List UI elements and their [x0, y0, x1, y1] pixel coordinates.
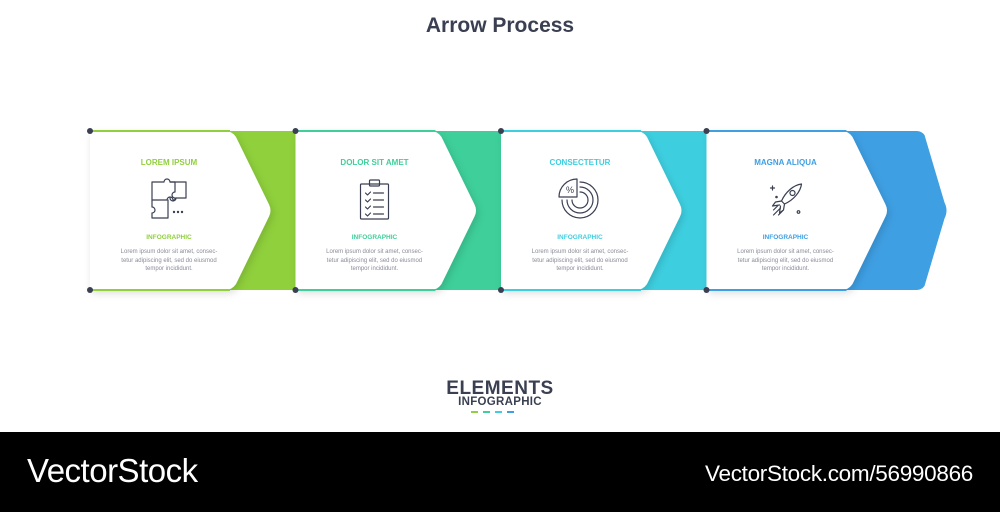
logo-dash — [507, 411, 514, 413]
page-title: Arrow Process — [425, 14, 575, 37]
step-top-dot — [498, 128, 504, 134]
step-card — [706, 131, 887, 290]
rocket-icon — [769, 183, 803, 216]
footer-brand: VectorStock — [27, 452, 198, 489]
step-subtitle: INFOGRAPHIC — [146, 234, 192, 241]
logo-subtitle: INFOGRAPHIC — [458, 396, 542, 408]
puzzle-icon — [151, 178, 187, 219]
step-body-line: Lorem ipsum dolor sit amet, consec- — [326, 249, 423, 255]
logo-title: ELEMENTS — [446, 378, 554, 399]
step-subtitle: INFOGRAPHIC — [762, 234, 809, 241]
percent-chart-icon: % — [558, 178, 599, 219]
step-body-line: tempor incididunt. — [350, 266, 399, 272]
step-body-line: tempor incididunt. — [556, 266, 604, 272]
logo-dash — [483, 411, 490, 413]
step-bottom-dot — [703, 287, 710, 293]
step-body-line: Lorem ipsum dolor sit amet, consec- — [120, 249, 218, 255]
step-subtitle: INFOGRAPHIC — [351, 234, 398, 241]
step-bottom-dot — [87, 287, 93, 293]
step-top-dot — [292, 128, 299, 134]
step-card — [501, 131, 682, 290]
step-body-line: tetur adipiscing elit, sed do eiusmod — [326, 257, 423, 264]
step-top-dot — [703, 128, 710, 134]
footer-url: VectorStock.com/56990866 — [705, 461, 973, 486]
step-body-line: tempor incididunt. — [761, 266, 810, 272]
step-bottom-dot — [498, 287, 504, 293]
step-body-line: tetur adipiscing elit, sed do eiusmod — [532, 257, 628, 264]
step-title: CONSECTETUR — [549, 158, 611, 167]
step-body-line: tetur adipiscing elit, sed do eiusmod — [737, 257, 834, 264]
logo-dash — [495, 411, 502, 413]
clipboard-checklist-icon — [359, 179, 390, 220]
step-body-line: Lorem ipsum dolor sit amet, consec- — [531, 249, 629, 255]
step-title: LOREM IPSUM — [140, 158, 198, 167]
step-title: DOLOR SIT AMET — [340, 158, 409, 167]
step-body-line: tetur adipiscing elit, sed do eiusmod — [121, 257, 217, 264]
logo-dash — [471, 411, 478, 413]
step-body-line: tempor incididunt. — [145, 266, 193, 272]
step-title: MAGNA ALIQUA — [754, 158, 817, 167]
step-body-line: Lorem ipsum dolor sit amet, consec- — [737, 249, 834, 255]
step-top-dot — [87, 128, 93, 134]
step-bottom-dot — [292, 287, 299, 293]
logo-dashes — [471, 411, 514, 413]
arrow-process-diagram: % — [87, 128, 947, 293]
footer-bar: VectorStock VectorStock.com/56990866 — [0, 432, 1000, 512]
step-subtitle: INFOGRAPHIC — [557, 234, 603, 241]
step-card — [90, 131, 271, 290]
step-card — [295, 131, 476, 290]
process-step — [703, 128, 947, 293]
svg-text:%: % — [566, 185, 574, 195]
